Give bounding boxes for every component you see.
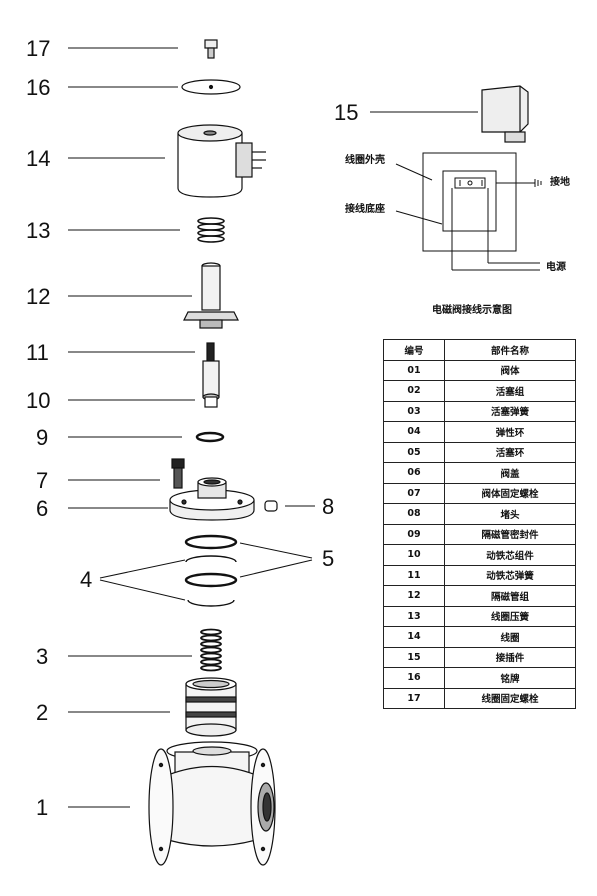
connector-plug [481, 85, 529, 143]
callout-8: 8 [322, 494, 335, 519]
callout-17: 17 [26, 36, 51, 61]
callout-9: 9 [36, 425, 49, 450]
part-name: 隔磁管密封件 [444, 523, 576, 545]
part-number: 16 [383, 667, 445, 689]
piston-assembly [185, 677, 237, 737]
callout-14: 14 [26, 146, 51, 171]
part-number: 05 [383, 441, 445, 463]
part-name: 隔磁管组 [444, 585, 576, 607]
valve-body [148, 741, 276, 866]
part-name: 活塞环 [444, 441, 576, 463]
callout-11: 11 [26, 340, 49, 365]
callout-2: 2 [36, 700, 49, 725]
elastic-rings [185, 555, 237, 607]
piston-spring [200, 628, 222, 672]
body-fixing-bolt [171, 458, 185, 489]
wiring-schematic [395, 152, 542, 271]
part-name: 阀体固定螺栓 [444, 482, 576, 504]
part-name: 活塞弹簧 [444, 400, 576, 422]
isolation-tube-seal [195, 431, 225, 443]
piston-rings [184, 534, 238, 588]
callout-3: 3 [36, 644, 49, 669]
part-number: 15 [383, 646, 445, 668]
header-number: 编号 [383, 339, 445, 361]
part-name: 动铁芯组件 [444, 544, 576, 566]
part-number: 08 [383, 503, 445, 525]
label-terminal-base: 接线底座 [345, 204, 385, 215]
valve-cover [169, 477, 255, 521]
callout-6: 6 [36, 496, 49, 521]
part-number: 04 [383, 421, 445, 443]
part-name: 阀盖 [444, 462, 576, 484]
header-part-name: 部件名称 [444, 339, 576, 361]
part-number: 14 [383, 626, 445, 648]
part-name: 线圈压簧 [444, 605, 576, 627]
moving-core [202, 360, 220, 408]
part-number: 01 [383, 359, 445, 381]
part-number: 17 [383, 687, 445, 709]
callout-12: 12 [26, 284, 51, 309]
coil-fixing-bolt [204, 39, 218, 59]
part-name: 阀体 [444, 359, 576, 381]
nameplate [181, 79, 241, 95]
part-name: 接插件 [444, 646, 576, 668]
part-number: 11 [383, 564, 445, 586]
part-name: 弹性环 [444, 421, 576, 443]
part-name: 线圈固定螺栓 [444, 687, 576, 709]
part-name: 线圈 [444, 626, 576, 648]
part-name: 铭牌 [444, 667, 576, 689]
callout-15: 15 [334, 100, 359, 125]
callout-16: 16 [26, 75, 51, 100]
callout-4: 4 [80, 567, 93, 592]
part-number: 02 [383, 380, 445, 402]
coil-compression-spring [197, 217, 225, 243]
table-header-row: 编号 部件名称 [383, 339, 576, 361]
label-coil-shell: 线圈外壳 [345, 155, 385, 166]
callout-13: 13 [26, 218, 51, 243]
callout-1: 1 [36, 795, 49, 820]
part-number: 07 [383, 482, 445, 504]
coil [177, 124, 266, 198]
callout-10: 10 [26, 388, 51, 413]
plug [264, 500, 278, 512]
label-power: 电源 [546, 262, 566, 273]
part-number: 06 [383, 462, 445, 484]
label-ground: 接地 [550, 177, 570, 188]
part-name: 活塞组 [444, 380, 576, 402]
part-number: 13 [383, 605, 445, 627]
part-number: 12 [383, 585, 445, 607]
part-name: 堵头 [444, 503, 576, 525]
wiring-diagram-title: 电磁阀接线示意图 [432, 305, 512, 316]
callout-5: 5 [322, 546, 335, 571]
leader-lines [68, 47, 478, 808]
part-number: 09 [383, 523, 445, 545]
part-name: 动铁芯弹簧 [444, 564, 576, 586]
magnetic-isolation-tube [183, 262, 239, 329]
part-number: 10 [383, 544, 445, 566]
callout-7: 7 [36, 468, 49, 493]
part-number: 03 [383, 400, 445, 422]
core-spring [206, 342, 215, 362]
